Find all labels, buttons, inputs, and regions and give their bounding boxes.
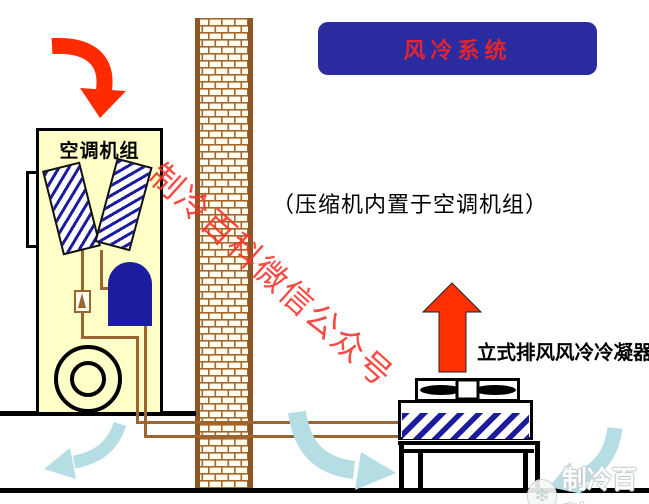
red-up-exhaust-arrow (421, 282, 483, 373)
blower-fan-outer (54, 345, 122, 413)
logo-text: 制冷百科 (561, 467, 637, 504)
expansion-valve (74, 290, 91, 313)
title-label: 风冷系统 (403, 37, 512, 63)
condenser-coil (402, 413, 529, 439)
brand-logo: ❄ 制冷百科 (527, 460, 649, 504)
condenser-stand-rail-top (398, 441, 540, 445)
pipe-horizontal-in (81, 336, 139, 339)
blower-fan-inner (70, 361, 106, 397)
condenser-coil-box (398, 400, 533, 440)
brick-wall (195, 18, 253, 491)
pipe-return-run (136, 421, 400, 424)
snowflake-icon: ❄ (527, 479, 557, 504)
valve-triangle (78, 293, 86, 308)
condenser-leg (535, 445, 540, 490)
condenser-leg (523, 452, 528, 490)
condenser-leg (399, 445, 404, 490)
pipe-valve-down (81, 313, 84, 339)
red-curved-intake-arrow (51, 37, 126, 118)
condenser-stand-rail-bottom (404, 449, 534, 453)
note-text: （压缩机内置于空调机组） (272, 192, 549, 217)
pipe-discharge-riser (144, 322, 147, 438)
return-air-grille (26, 171, 36, 248)
condenser-fan-housing (415, 378, 520, 402)
pipe-return-riser (136, 336, 139, 424)
pipe-discharge-run (144, 435, 402, 438)
ac-unit-label: 空调机组 (59, 141, 140, 162)
cyan-airflow-arrow-left (44, 421, 127, 479)
condenser-leg (418, 452, 423, 490)
condenser-label: 立式排风风冷冷凝器 (477, 343, 649, 364)
compressor-dome (108, 262, 152, 326)
pipe-liquid-riser (81, 250, 84, 292)
title-banner: 风冷系统 (318, 22, 597, 75)
pipe-suction-riser (100, 250, 103, 290)
ground-line (0, 488, 649, 493)
pipe-suction-stub (100, 287, 110, 290)
